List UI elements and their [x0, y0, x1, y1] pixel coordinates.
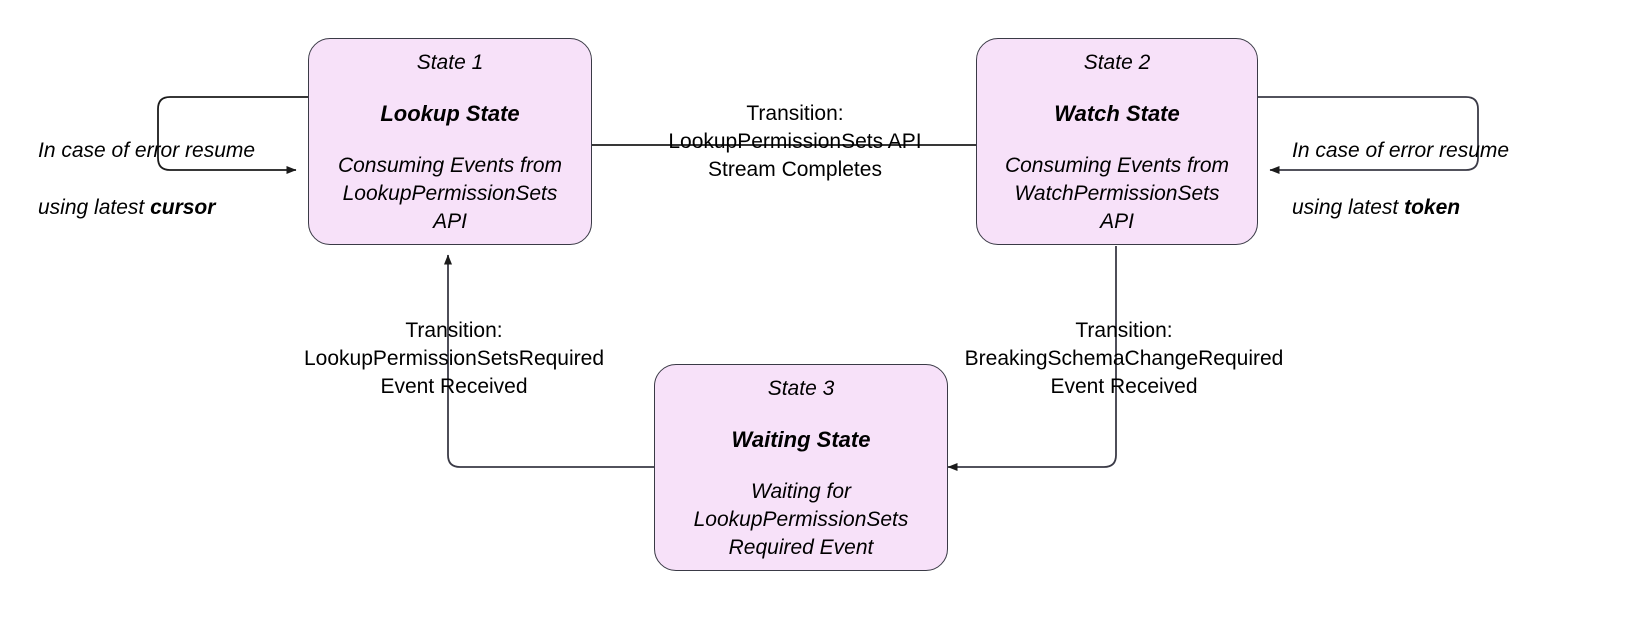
self-loop-label-state2: In case of error resume using latest tok…: [1292, 109, 1542, 251]
state-node-1[interactable]: State 1 Lookup State Consuming Events fr…: [308, 38, 592, 245]
state-1-index: State 1: [416, 51, 484, 74]
transition-label-state2-state3: Transition: BreakingSchemaChangeRequired…: [964, 319, 1284, 398]
self-loop-label-state1-emphasis: cursor: [150, 196, 216, 220]
state-3-description: Waiting for LookupPermissionSets Require…: [693, 480, 909, 559]
state-node-2[interactable]: State 2 Watch State Consuming Events fro…: [976, 38, 1258, 245]
state-3-title: Waiting State: [731, 427, 871, 453]
state-2-description: Consuming Events from WatchPermissionSet…: [1004, 154, 1230, 233]
self-loop-label-state1-line2-prefix: using latest: [38, 196, 151, 220]
state-3-index: State 3: [767, 377, 835, 400]
self-loop-label-state1-line1: In case of error resume: [38, 139, 256, 163]
self-loop-label-state2-line1: In case of error resume: [1292, 139, 1510, 163]
self-loop-label-state2-emphasis: token: [1404, 196, 1461, 220]
state-2-index: State 2: [1083, 51, 1151, 74]
self-loop-label-state1-line2: using latest cursor: [38, 194, 286, 222]
state-1-title: Lookup State: [380, 101, 520, 127]
state-1-description: Consuming Events from LookupPermissionSe…: [337, 154, 563, 233]
self-loop-label-state1: In case of error resume using latest cur…: [38, 109, 286, 251]
self-loop-label-state2-line2-prefix: using latest: [1292, 196, 1405, 220]
self-loop-label-state2-line2: using latest token: [1292, 194, 1542, 222]
state-node-3[interactable]: State 3 Waiting State Waiting for Lookup…: [654, 364, 948, 571]
transition-label-state1-state2: Transition: LookupPermissionSets API Str…: [668, 102, 922, 181]
transition-label-state3-state1: Transition: LookupPermissionSetsRequired…: [304, 319, 604, 398]
state-2-title: Watch State: [1054, 101, 1180, 127]
